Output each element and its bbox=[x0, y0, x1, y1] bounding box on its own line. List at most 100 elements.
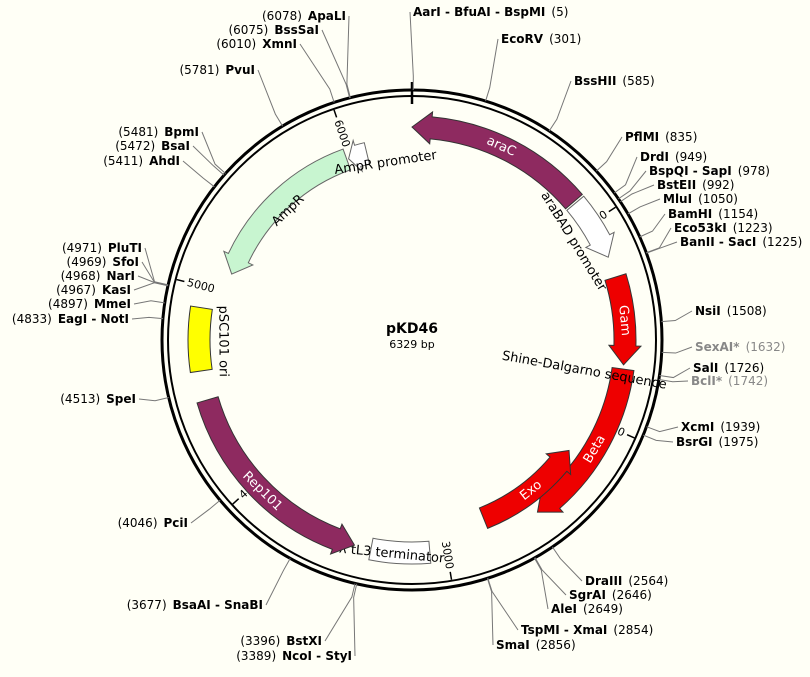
site-position: (6078) bbox=[262, 9, 302, 23]
site-label: AleI (2649) bbox=[551, 602, 623, 616]
site-leader bbox=[661, 346, 693, 354]
site-position: (2649) bbox=[583, 602, 623, 616]
feature-Gam bbox=[604, 273, 643, 366]
feature-Rep101 bbox=[196, 396, 356, 555]
site-leader bbox=[257, 69, 284, 127]
site-position: (301) bbox=[549, 32, 581, 46]
site-leader bbox=[131, 316, 163, 320]
feature-AmpR bbox=[223, 148, 352, 275]
site-position: (2854) bbox=[613, 623, 653, 637]
site-leader bbox=[190, 499, 221, 524]
site-label: DraIII(2564) bbox=[585, 574, 668, 588]
feature-label-AmpRp: AmpR promoter bbox=[333, 148, 438, 178]
site-position: (2564) bbox=[628, 574, 668, 588]
site-text: MluI(1050) bbox=[663, 192, 738, 206]
site-position: (4968) bbox=[61, 269, 101, 283]
site-position: (585) bbox=[622, 74, 654, 88]
site-text: (3389)NcoI - StyI bbox=[236, 649, 352, 663]
site-text: BspQI - SapI(978) bbox=[649, 164, 770, 178]
site-label: (5781) PvuI bbox=[179, 63, 255, 77]
site-leader bbox=[486, 578, 494, 646]
site-position: (5481) bbox=[118, 125, 158, 139]
site-label: (3396) BstXI bbox=[240, 634, 322, 648]
site-position: (949) bbox=[675, 150, 707, 164]
site-position: (1632) bbox=[746, 340, 786, 354]
site-enzyme: PflMI bbox=[625, 130, 659, 144]
site-label: BspQI - SapI(978) bbox=[649, 164, 770, 178]
site-position: (3389) bbox=[236, 649, 276, 663]
site-leader bbox=[485, 38, 499, 102]
site-enzyme: AleI bbox=[551, 602, 577, 616]
site-text: (4969)SfoI bbox=[67, 255, 139, 269]
site-label: XcmI(1939) bbox=[681, 420, 760, 434]
site-text: (4968) NarI bbox=[61, 269, 135, 283]
site-text: (6075)BssSaI bbox=[228, 23, 319, 37]
site-enzyme: EagI - NotI bbox=[58, 312, 129, 326]
site-label: (6078)ApaLI bbox=[262, 9, 346, 23]
site-enzyme: KasI bbox=[102, 283, 131, 297]
site-position: (4971) bbox=[62, 241, 102, 255]
site-leader bbox=[613, 156, 638, 194]
site-enzyme: PvuI bbox=[225, 63, 255, 77]
site-text: (6078)ApaLI bbox=[262, 9, 346, 23]
site-label: (4833)EagI - NotI bbox=[12, 312, 129, 326]
site-label: Eco53kI(1223) bbox=[674, 221, 773, 235]
site-leader bbox=[299, 43, 335, 103]
site-label: NsiI(1508) bbox=[695, 304, 767, 318]
site-position: (5781) bbox=[179, 63, 219, 77]
site-enzyme: BpmI bbox=[164, 125, 199, 139]
site-enzyme: Eco53kI bbox=[674, 221, 727, 235]
site-label: DrdI (949) bbox=[640, 150, 707, 164]
tick-mark bbox=[176, 278, 185, 283]
site-position: (4897) bbox=[48, 297, 88, 311]
site-text: XcmI(1939) bbox=[681, 420, 760, 434]
site-enzyme: BamHI bbox=[668, 207, 712, 221]
site-enzyme: BsaAI - SnaBI bbox=[173, 598, 263, 612]
site-position: (4046) bbox=[118, 516, 158, 530]
site-text: PflMI (835) bbox=[625, 130, 697, 144]
site-text: (4513)SpeI bbox=[60, 392, 136, 406]
site-enzyme: SmaI bbox=[496, 638, 530, 652]
site-leader bbox=[265, 558, 291, 606]
site-text: SexAI*(1632) bbox=[695, 340, 785, 354]
site-position: (2856) bbox=[536, 638, 576, 652]
tick-label: 5000 bbox=[186, 276, 216, 296]
site-enzyme: SfoI bbox=[112, 255, 139, 269]
site-leader bbox=[138, 397, 169, 402]
site-enzyme: BssHII bbox=[574, 74, 616, 88]
site-leader bbox=[646, 426, 679, 433]
site-position: (3396) bbox=[240, 634, 280, 648]
tick-mark bbox=[449, 571, 453, 580]
site-position: (1742) bbox=[728, 374, 768, 388]
site-enzyme: NarI bbox=[106, 269, 135, 283]
site-enzyme: BstXI bbox=[286, 634, 322, 648]
site-position: (2646) bbox=[612, 588, 652, 602]
site-position: (1939) bbox=[720, 420, 760, 434]
site-enzyme: BspQI - SapI bbox=[649, 164, 732, 178]
site-label: MluI(1050) bbox=[663, 192, 738, 206]
site-position: (3677) bbox=[127, 598, 167, 612]
site-text: (4833)EagI - NotI bbox=[12, 312, 129, 326]
site-label: (3389)NcoI - StyI bbox=[236, 649, 352, 663]
site-position: (5) bbox=[551, 5, 568, 19]
feature-label-Gam: Gam bbox=[615, 305, 633, 337]
site-enzyme: BstEII bbox=[657, 178, 696, 192]
site-text: (5411)AhdI bbox=[103, 154, 180, 168]
tick-label: 3000 bbox=[439, 540, 456, 570]
site-enzyme: XmnI bbox=[262, 37, 297, 51]
site-leader bbox=[659, 367, 691, 379]
feature-pSC101 bbox=[187, 305, 213, 374]
site-enzyme: DrdI bbox=[640, 150, 669, 164]
site-text: TspMI - XmaI(2854) bbox=[521, 623, 653, 637]
site-leader bbox=[551, 546, 583, 582]
site-label: (4971)PluTI bbox=[62, 241, 142, 255]
site-label: (4046)PciI bbox=[118, 516, 188, 530]
site-position: (835) bbox=[665, 130, 697, 144]
site-position: (1154) bbox=[718, 207, 758, 221]
feature-Beta bbox=[536, 366, 635, 513]
site-position: (4967) bbox=[56, 283, 96, 297]
site-label: (6010)XmnI bbox=[216, 37, 297, 51]
site-label: (5411)AhdI bbox=[103, 154, 180, 168]
site-text: NsiI(1508) bbox=[695, 304, 767, 318]
site-leader bbox=[144, 247, 169, 286]
